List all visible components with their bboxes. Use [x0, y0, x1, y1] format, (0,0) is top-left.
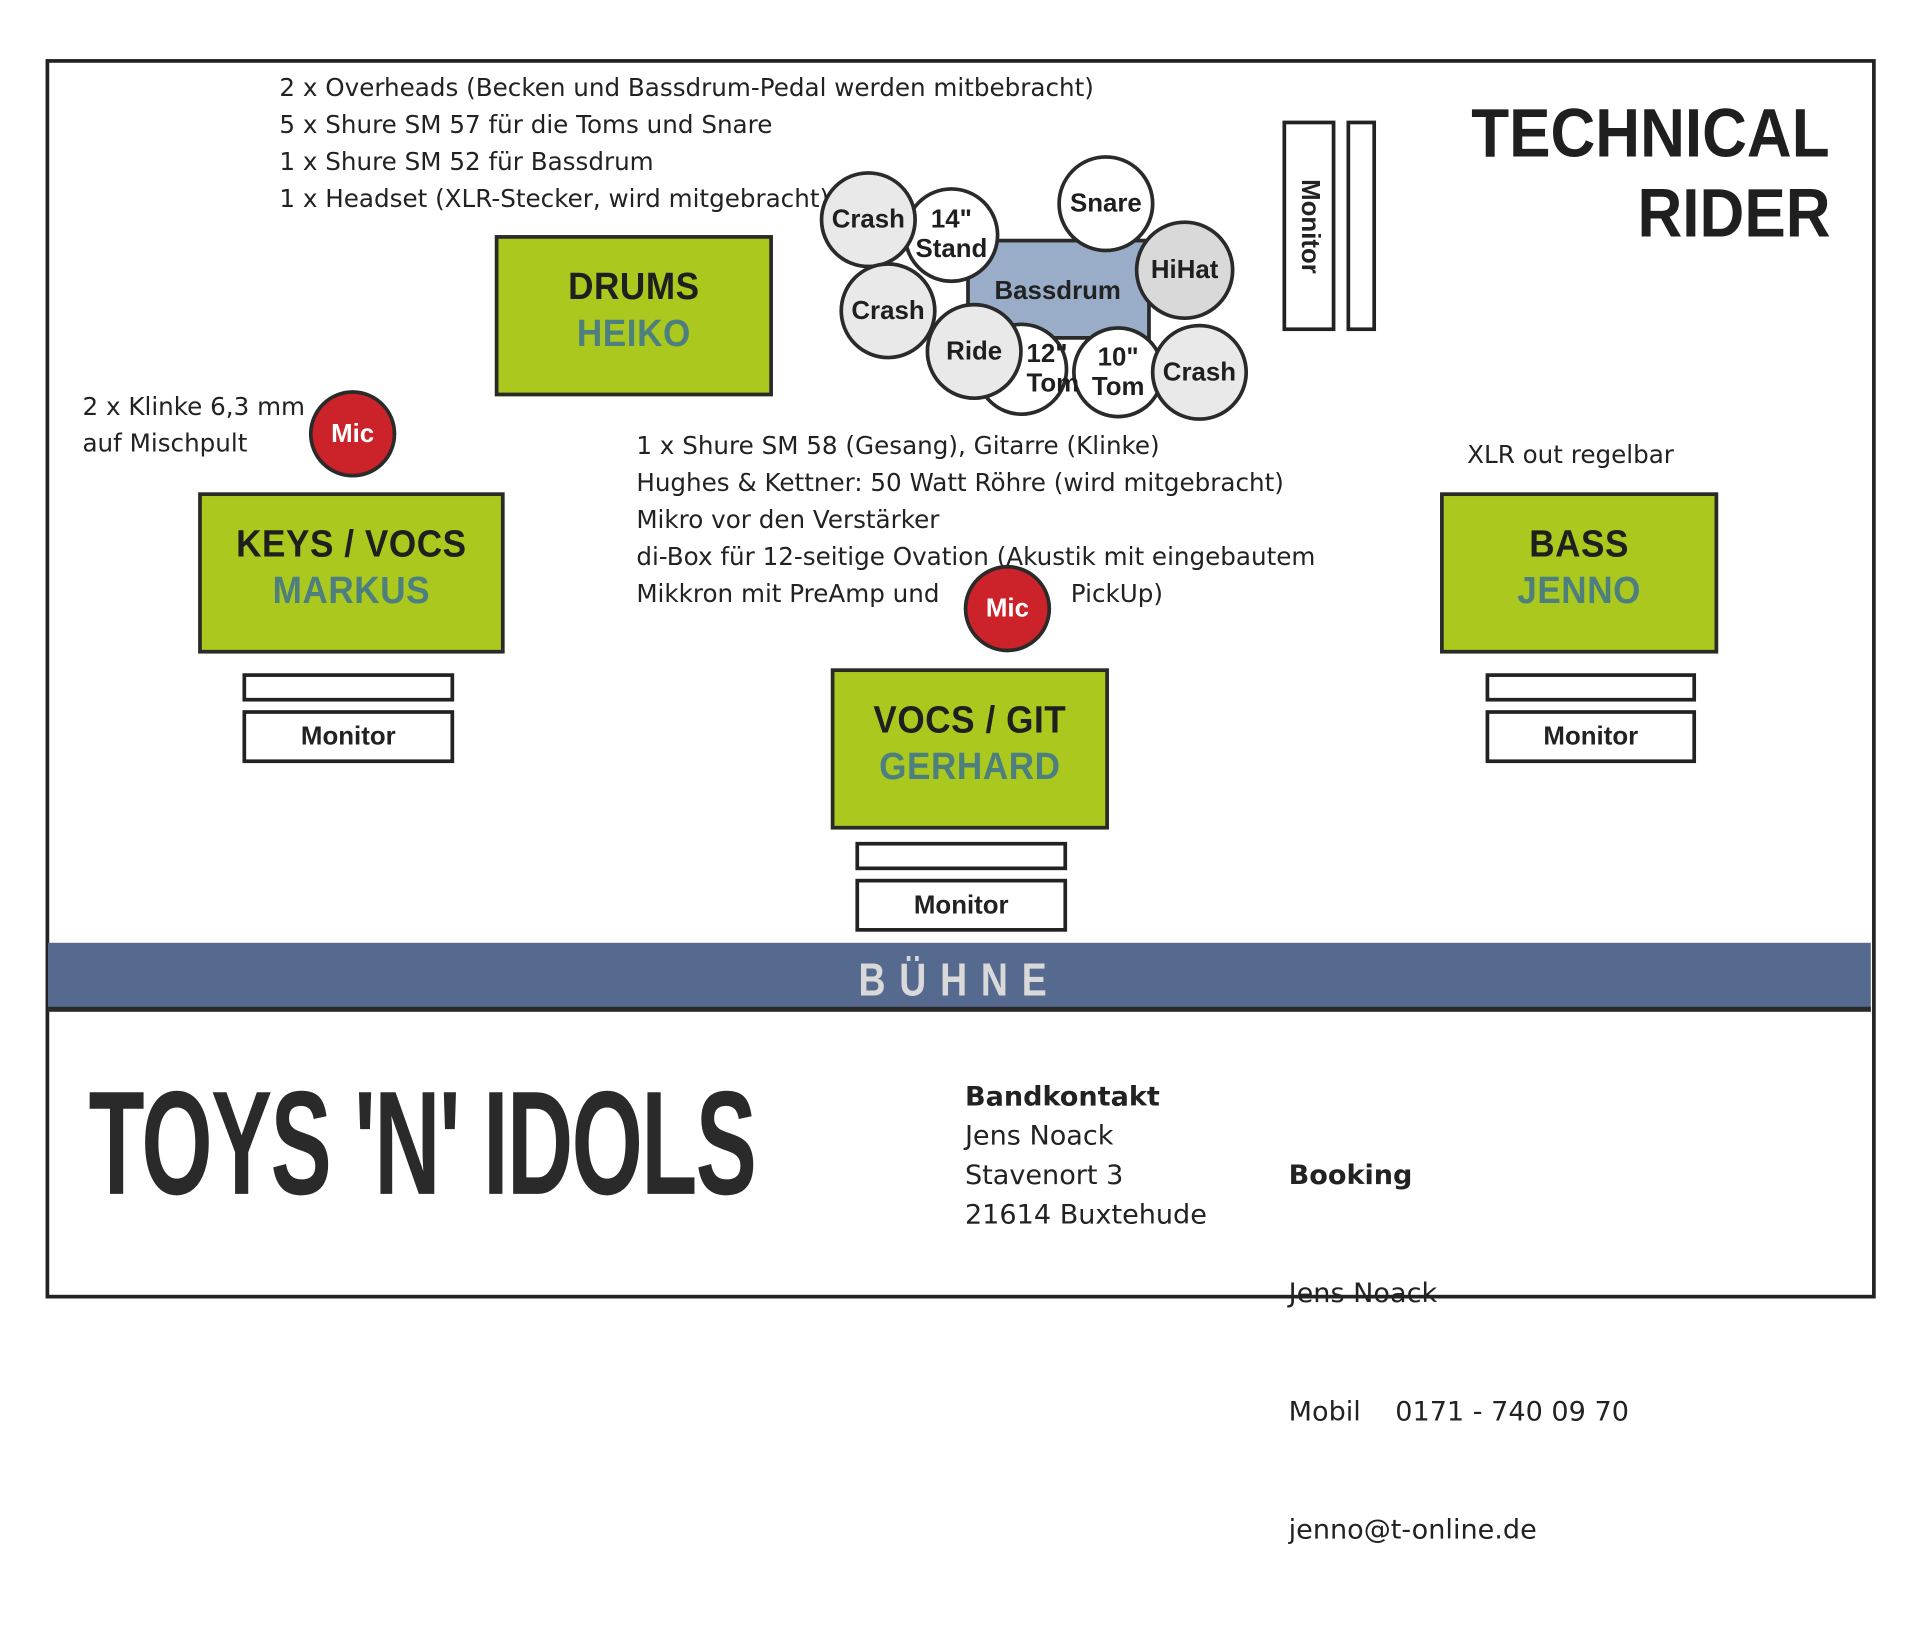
bassdrum: Bassdrum: [966, 238, 1151, 340]
label: 12": [1026, 339, 1068, 369]
note-line: 1 x Shure SM 52 für Bassdrum: [279, 146, 654, 177]
label: Tom: [1026, 369, 1080, 398]
tom-10: 10"Tom: [1072, 326, 1165, 419]
booking-phone: Mobil 0171 - 740 09 70: [1288, 1396, 1629, 1428]
keys-notes: 2 x Klinke 6,3 mm auf Mischpult: [82, 388, 305, 462]
monitor-label: Monitor: [1295, 178, 1324, 274]
musician-name: GERHARD: [879, 744, 1061, 788]
technical-rider-page: 2 x Overheads (Becken und Bassdrum-Pedal…: [45, 59, 1876, 1546]
title-rider: RIDER: [1637, 173, 1831, 252]
position-drums: DRUMS HEIKO: [494, 235, 773, 397]
crash-cymbal: Crash: [1150, 323, 1249, 421]
label: Crash: [851, 296, 925, 325]
role-label: BASS: [1529, 521, 1630, 565]
mic-label: Mic: [331, 419, 375, 448]
monitor-back: [242, 673, 455, 702]
note-line: auf Mischpult: [82, 428, 248, 458]
git-monitor: Monitor: [855, 878, 1068, 932]
bassdrum-label: Bassdrum: [994, 276, 1121, 306]
snare-drum: Snare: [1057, 155, 1155, 253]
bass-monitor: Monitor: [1485, 710, 1697, 764]
role-label: VOCS / GIT: [873, 697, 1067, 741]
cymbal-stand-14: 14"Stand: [903, 187, 1000, 284]
position-keys: KEYS / VOCS MARKUS: [198, 492, 505, 654]
band-contact: Bandkontakt Jens Noack Stavenort 3 21614…: [965, 1078, 1207, 1236]
stage-label: BÜHNE: [858, 955, 1061, 1007]
note-line: di-Box für 12-seitige Ovation (Akustik m…: [636, 541, 1316, 572]
label: 10": [1097, 342, 1139, 372]
drum-monitor-back: [1346, 120, 1377, 332]
musician-name: HEIKO: [576, 311, 691, 355]
label: 14": [930, 205, 972, 234]
note-line: Mikro vor den Verstärker: [636, 504, 940, 535]
keys-monitor: Monitor: [242, 710, 455, 764]
monitor-back: [1485, 673, 1697, 702]
monitor-back: [855, 841, 1068, 871]
note-line: 1 x Headset (XLR-Stecker, wird mitgebrac…: [279, 183, 830, 213]
label: Tom: [1091, 372, 1145, 401]
booking-line: Jens Noack: [1288, 1278, 1438, 1310]
monitor-label: Monitor: [1543, 722, 1639, 751]
label: Snare: [1069, 188, 1142, 218]
musician-name: MARKUS: [272, 568, 431, 612]
label: Ride: [946, 336, 1003, 365]
note-line: 1 x Shure SM 58 (Gesang), Gitarre (Klink…: [636, 430, 1160, 461]
tom-12-label: 12" Tom: [1026, 340, 1079, 399]
git-notes: 1 x Shure SM 58 (Gesang), Gitarre (Klink…: [636, 427, 1315, 612]
note-line: Hughes & Kettner: 50 Watt Röhre (wird mi…: [636, 467, 1284, 498]
musician-name: JENNO: [1517, 568, 1642, 612]
label: HiHat: [1150, 255, 1219, 284]
note-line: 5 x Shure SM 57 für die Toms und Snare: [279, 109, 773, 140]
contact-line: Stavenort 3: [964, 1160, 1124, 1192]
contact-line: 21614 Buxtehude: [964, 1200, 1207, 1231]
booking-heading: Booking: [1288, 1160, 1413, 1192]
note-line: 2 x Klinke 6,3 mm: [82, 391, 306, 421]
monitor-label: Monitor: [913, 891, 1009, 920]
crash-cymbal: Crash: [819, 171, 917, 269]
title-technical: TECHNICAL: [1471, 93, 1831, 172]
position-git: VOCS / GIT GERHARD: [830, 668, 1109, 830]
stage-band: BÜHNE: [48, 942, 1871, 1012]
label: Stand: [915, 235, 988, 264]
mic-label: Mic: [985, 593, 1029, 623]
mic-keys: Mic: [308, 390, 397, 478]
drum-mic-notes: 2 x Overheads (Becken und Bassdrum-Pedal…: [279, 69, 1093, 217]
role-label: KEYS / VOCS: [236, 521, 467, 565]
ride-cymbal: Ride: [925, 302, 1023, 401]
contact-line: Jens Noack: [964, 1121, 1114, 1153]
monitor-label: Monitor: [300, 722, 396, 751]
label: Crash: [1162, 357, 1237, 386]
drum-monitor: Monitor: [1282, 120, 1336, 332]
hihat: HiHat: [1134, 220, 1235, 321]
page-frame: [45, 59, 1876, 1299]
label: Crash: [831, 204, 905, 234]
role-label: DRUMS: [568, 264, 700, 308]
note-line: Mikkron mit PreAmp und: [636, 578, 940, 609]
contact-heading: Bandkontakt: [964, 1081, 1160, 1113]
note-line: 2 x Overheads (Becken und Bassdrum-Pedal…: [279, 72, 1094, 103]
mic-git: Mic: [963, 564, 1052, 653]
note-line: PickUp): [1070, 578, 1163, 609]
bass-notes: XLR out regelbar: [1467, 439, 1674, 469]
band-logo: TOYS 'N' IDOLS: [88, 1060, 757, 1226]
crash-cymbal: Crash: [839, 262, 937, 360]
booking-contact: Booking Jens Noack Mobil 0171 - 740 09 7…: [1289, 1078, 1629, 1629]
booking-email[interactable]: jenno@t-online.de: [1288, 1515, 1537, 1546]
position-bass: BASS JENNO: [1440, 492, 1719, 654]
